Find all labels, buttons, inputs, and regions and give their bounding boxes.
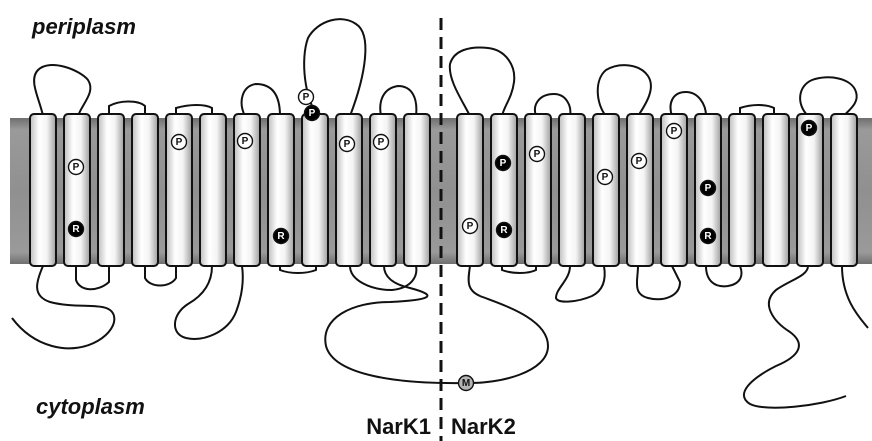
residue-circle — [297, 88, 315, 106]
residue-p-open: P — [528, 145, 546, 163]
residue-circle — [699, 227, 717, 245]
nark1-helix-7 — [233, 113, 261, 267]
residue-p-filled: P — [494, 154, 512, 172]
nark1-helix-10 — [335, 113, 363, 267]
residue-circle — [528, 145, 546, 163]
residue-p-open: P — [236, 132, 254, 150]
nark1-helix-8 — [267, 113, 295, 267]
periplasm-label: periplasm — [31, 14, 136, 39]
residue-p-open: P — [67, 158, 85, 176]
transmembrane-helices — [29, 113, 858, 267]
nark2-helix-2 — [490, 113, 518, 267]
residue-letter: P — [806, 123, 813, 134]
residue-p-open: P — [170, 133, 188, 151]
residue-circle — [457, 374, 475, 392]
residue-circle — [272, 227, 290, 245]
nark1-helix-6 — [199, 113, 227, 267]
residue-letter: R — [704, 231, 712, 242]
nark1-helix-1 — [29, 113, 57, 267]
residue-circle — [67, 220, 85, 238]
residue-letter: P — [500, 158, 507, 169]
nark1-helix-4 — [131, 113, 159, 267]
residue-letter: M — [462, 378, 470, 389]
nark1-helix-12 — [403, 113, 431, 267]
residue-circle — [596, 168, 614, 186]
residue-circle — [494, 154, 512, 172]
residue-m-linker: M — [457, 374, 475, 392]
residue-r-filled: R — [495, 221, 513, 239]
residue-letter: P — [378, 137, 385, 148]
residue-circle — [236, 132, 254, 150]
nark2-helix-10 — [762, 113, 790, 267]
nark1-helix-5 — [165, 113, 193, 267]
nark2-helix-9 — [728, 113, 756, 267]
residue-circle — [495, 221, 513, 239]
nark1-label: NarK1 — [366, 414, 431, 439]
periplasmic-loops — [33, 18, 858, 117]
residue-circle — [170, 133, 188, 151]
residue-letter: R — [500, 225, 508, 236]
residue-p-open: P — [338, 135, 356, 153]
residue-letter: P — [467, 221, 474, 232]
residue-p-open: P — [372, 133, 390, 151]
residue-circle — [67, 158, 85, 176]
residue-letter: P — [344, 139, 351, 150]
nark2-helix-5 — [592, 113, 620, 267]
residue-p-open: P — [461, 217, 479, 235]
residue-circle — [372, 133, 390, 151]
residue-letter: P — [73, 162, 80, 173]
residue-circle — [665, 122, 683, 140]
nark2-helix-6 — [626, 113, 654, 267]
residue-letter: P — [242, 136, 249, 147]
residue-r-filled: R — [272, 227, 290, 245]
residue-p-open: P — [630, 152, 648, 170]
nark2-helix-12 — [830, 113, 858, 267]
residue-p-filled: P — [699, 179, 717, 197]
residue-r-filled: R — [67, 220, 85, 238]
nark2-helix-3 — [524, 113, 552, 267]
residue-circle — [630, 152, 648, 170]
residue-letter: P — [602, 172, 609, 183]
nark2-label: NarK2 — [451, 414, 516, 439]
residue-letter: P — [534, 149, 541, 160]
residue-circle — [461, 217, 479, 235]
residue-p-open: P — [596, 168, 614, 186]
residue-p-filled: P — [303, 104, 321, 122]
nark1-helix-3 — [97, 113, 125, 267]
nark2-helix-11 — [796, 113, 824, 267]
residue-p-open: P — [665, 122, 683, 140]
residue-circle — [800, 119, 818, 137]
residue-letter: R — [277, 231, 285, 242]
residue-p-filled: P — [800, 119, 818, 137]
residue-circle — [699, 179, 717, 197]
residue-letter: R — [72, 224, 80, 235]
cytoplasmic-loops — [11, 265, 869, 409]
nark1-helix-11 — [369, 113, 397, 267]
residue-letter: P — [636, 156, 643, 167]
residue-letter: P — [176, 137, 183, 148]
residue-circle — [338, 135, 356, 153]
cytoplasm-label: cytoplasm — [36, 394, 145, 419]
nark1-helix-9 — [301, 113, 329, 267]
residue-letter: P — [671, 126, 678, 137]
nark2-helix-1 — [456, 113, 484, 267]
residue-circle — [303, 104, 321, 122]
nark2-helix-7 — [660, 113, 688, 267]
nark2-helix-4 — [558, 113, 586, 267]
residue-letter: P — [705, 183, 712, 194]
residue-letter: P — [303, 92, 310, 103]
nark1-helix-2 — [63, 113, 91, 267]
residue-p-open: P — [297, 88, 315, 106]
residue-r-filled: R — [699, 227, 717, 245]
residue-letter: P — [309, 108, 316, 119]
